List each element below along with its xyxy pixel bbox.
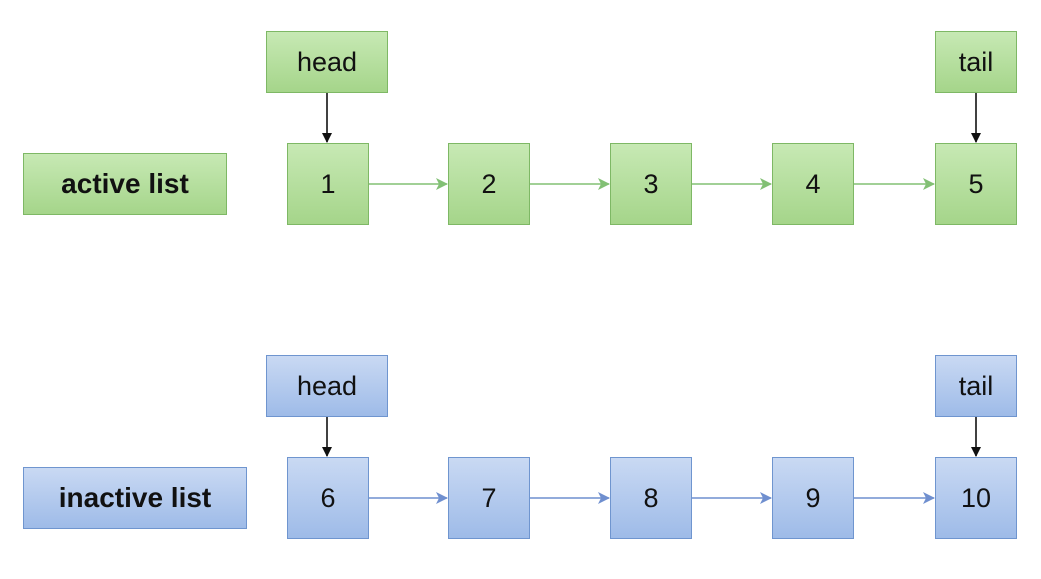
active-node-2: 2 (448, 143, 530, 225)
inactive-tail-label: tail (935, 355, 1017, 417)
inactive-head-label: head (266, 355, 388, 417)
inactive-node-7: 7 (448, 457, 530, 539)
active-head-label: head (266, 31, 388, 93)
inactive-node-8: 8 (610, 457, 692, 539)
active-node-3: 3 (610, 143, 692, 225)
inactive-list-label: inactive list (23, 467, 247, 529)
active-tail-label: tail (935, 31, 1017, 93)
active-node-5: 5 (935, 143, 1017, 225)
inactive-node-9: 9 (772, 457, 854, 539)
active-list-label: active list (23, 153, 227, 215)
active-node-1: 1 (287, 143, 369, 225)
inactive-node-6: 6 (287, 457, 369, 539)
active-node-4: 4 (772, 143, 854, 225)
inactive-node-10: 10 (935, 457, 1017, 539)
